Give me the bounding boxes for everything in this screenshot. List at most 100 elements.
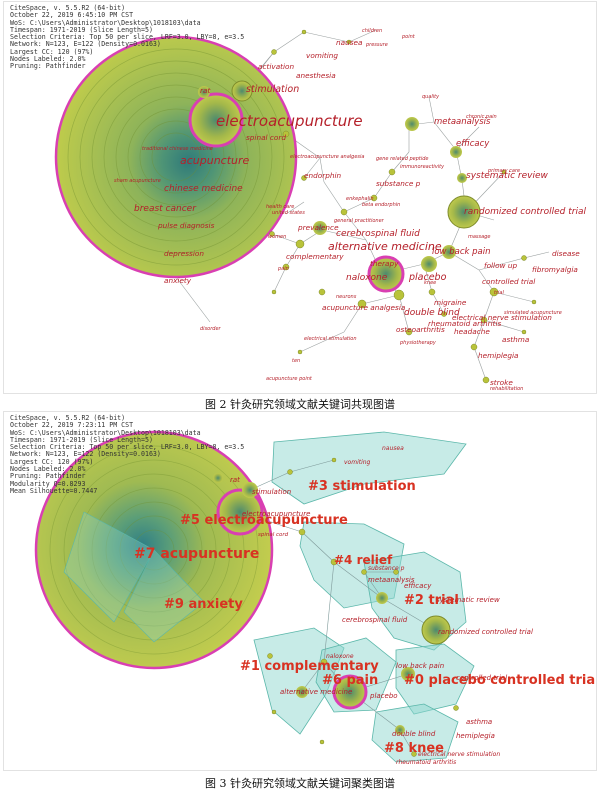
keyword-label: electroacupuncture <box>242 510 310 518</box>
keyword-label: beta endorphin <box>362 202 400 208</box>
header-line: Largest CC: 120 (97%) <box>10 457 94 466</box>
keyword-label: sham acupuncture <box>114 178 161 184</box>
keyword-label: enkephalin <box>346 196 374 202</box>
alternative-medicine-node <box>313 221 327 235</box>
keyword-label: primary care <box>487 168 520 174</box>
node-rings <box>67 48 285 266</box>
network-info-header: CiteSpace, v. 5.5.R2 (64-bit) October 22… <box>10 414 245 495</box>
keyword-label: vomiting <box>344 459 371 466</box>
pain-node <box>332 674 368 710</box>
keyword-labels: rat stimulation electroacupuncture spina… <box>230 445 533 766</box>
keyword-label: gene related peptide <box>376 156 429 162</box>
keyword-label: chinese medicine <box>164 184 243 194</box>
cluster-label: #2 trial <box>404 593 459 608</box>
keyword-label: electrical nerve stimulation <box>418 751 500 758</box>
header-line: Timespan: 1971-2019 (Slice Length=5) <box>10 25 153 34</box>
keyword-label: hemiplegia <box>456 732 495 740</box>
keyword-label: efficacy <box>456 139 490 149</box>
keyword-label: disorder <box>200 326 222 332</box>
keyword-label: metaanalysis <box>368 576 415 584</box>
keyword-label: low back pain <box>396 662 444 670</box>
cluster-labels: #3 stimulation #5 electroacupuncture #7 … <box>134 479 596 756</box>
cluster-label: #1 complementary <box>240 659 379 674</box>
header-line: October 22, 2019 7:23:11 PM CST <box>10 421 134 430</box>
cooccurrence-network-graph: electroacupuncture acupuncture alternati… <box>54 28 586 392</box>
header-line: Network: N=123, E=122 (Density=0.0163) <box>10 450 161 459</box>
keyword-label: cerebrospinal fluid <box>336 229 420 239</box>
header-line: October 22, 2019 6:45:10 PM CST <box>10 11 134 20</box>
cluster-hulls <box>253 431 475 763</box>
electroacupuncture-node <box>188 92 244 148</box>
keyword-label: acupuncture <box>180 154 250 167</box>
header-line: WoS: C:\Users\Administrator\Desktop\1018… <box>10 18 201 27</box>
randomized-controlled-trial-node <box>421 615 451 645</box>
keyword-label: substance p <box>368 565 405 572</box>
keyword-label: spinal cord <box>246 133 286 142</box>
keyword-labels-medium: rat spinal cord prevalence therapy subst… <box>157 38 580 387</box>
keyword-label: children <box>362 28 382 34</box>
rat-node <box>198 86 210 98</box>
keyword-label: substance p <box>376 179 421 188</box>
keyword-label: therapy <box>370 259 399 268</box>
keyword-labels-small: children pressure electroacupuncture ana… <box>114 28 562 392</box>
keyword-label: electroacupuncture <box>216 112 363 130</box>
keyword-label: asthma <box>466 718 492 726</box>
header-line: Network: N=123, E=122 (Density=0.0163) <box>10 40 161 49</box>
figure-3-caption: 图 3 针灸研究领域文献关键词聚类图谱 <box>205 777 395 790</box>
header-line: Mean Silhouette=0.7447 <box>10 486 98 495</box>
keyword-label: double blind <box>404 308 460 318</box>
header-line: Selection Criteria: Top 50 per slice, LR… <box>10 33 245 42</box>
stimulation-node <box>231 80 253 102</box>
keyword-label: disease <box>552 249 580 258</box>
keyword-label: health care <box>266 204 294 210</box>
keyword-label: osteoarthritis <box>396 325 445 334</box>
keyword-label: asthma <box>502 335 529 344</box>
low-back-pain-node <box>442 245 456 259</box>
cluster-label: #9 anxiety <box>164 597 243 612</box>
stimulation-node <box>242 482 258 498</box>
keyword-label: vomiting <box>306 51 338 60</box>
keyword-label: endorphin <box>304 171 341 180</box>
keyword-label: knee <box>424 280 436 286</box>
keyword-label: alternative medicine <box>328 240 442 253</box>
keyword-label: systematic review <box>466 171 548 181</box>
network-info-header: CiteSpace, v. 5.5.R2 (64-bit) October 22… <box>10 4 245 71</box>
cluster-network-panel: CiteSpace, v. 5.5.R2 (64-bit) October 22… <box>3 411 597 771</box>
keyword-label: massage <box>468 234 490 240</box>
keyword-label: rat <box>230 476 240 484</box>
keyword-label: naloxone <box>346 273 388 283</box>
systematic-review-node <box>457 173 467 183</box>
keyword-label: neurons <box>336 294 357 300</box>
keyword-label: fibromyalgia <box>532 265 578 274</box>
keyword-label: rheumatoid arthritis <box>428 319 501 328</box>
figure-2-caption: 图 2 针灸研究领域文献关键词共现图谱 <box>205 398 395 411</box>
efficacy-node <box>450 146 462 158</box>
trial-node <box>376 592 388 604</box>
header-line: CiteSpace, v. 5.5.R2 (64-bit) <box>10 4 126 12</box>
node-rings <box>49 445 259 655</box>
keyword-label: stroke <box>490 378 513 387</box>
header-line: Nodes Labeled: 2.0% <box>10 465 86 474</box>
rat-node <box>213 473 223 483</box>
cluster-label: #8 knee <box>384 741 444 756</box>
keyword-label: complementary <box>286 252 344 261</box>
alternative-medicine-node <box>296 686 308 698</box>
keyword-label: controlled trial <box>482 277 535 286</box>
keyword-label: headache <box>454 327 490 336</box>
cluster-label: #5 electroacupuncture <box>180 513 348 528</box>
keyword-label: rheumatoid arthritis <box>396 759 456 766</box>
keyword-label: electrical stimulation <box>304 336 357 342</box>
randomized-controlled-trial-node <box>447 195 481 229</box>
header-line: Nodes Labeled: 2.0% <box>10 55 86 64</box>
keyword-label: placebo <box>369 692 398 700</box>
header-line: Pruning: Pathfinder <box>10 62 86 71</box>
keyword-label: general practitioner <box>334 218 385 224</box>
header-line: Pruning: Pathfinder <box>10 472 86 481</box>
keyword-label: chronic pain <box>466 114 497 120</box>
keyword-label: pain <box>277 266 289 272</box>
keyword-label: traditional chinese medicine <box>142 146 213 152</box>
header-line: Selection Criteria: Top 50 per slice, LR… <box>10 443 245 452</box>
keyword-label: point <box>401 34 416 40</box>
keyword-label: naloxone <box>326 653 354 660</box>
keyword-label: anesthesia <box>296 71 336 80</box>
